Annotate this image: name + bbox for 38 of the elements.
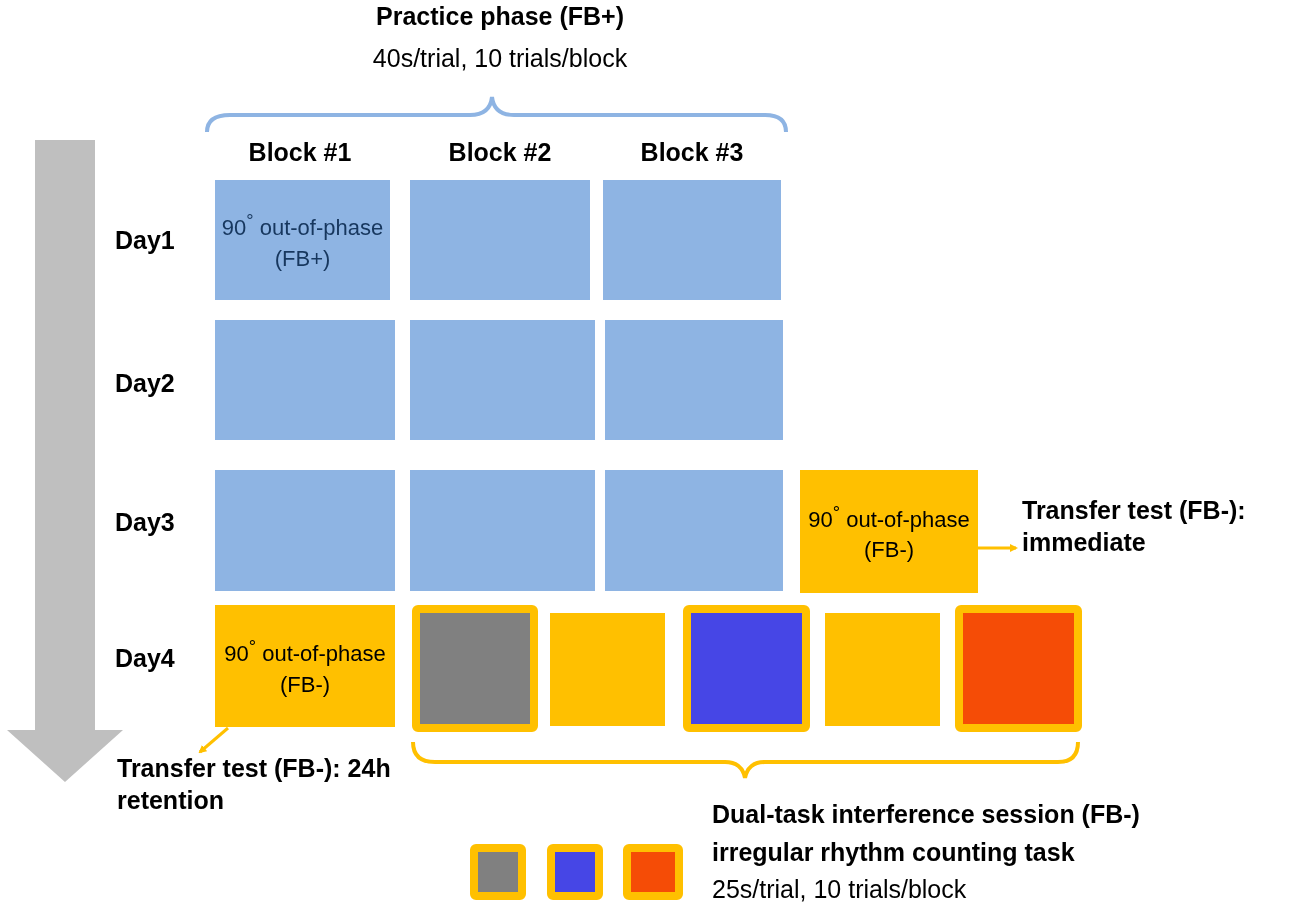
- framed-block: [683, 605, 810, 732]
- row-header: Day4: [115, 644, 175, 673]
- session-detail: irregular rhythm counting task: [712, 838, 1075, 867]
- framed-block: [547, 844, 603, 900]
- test-label: Transfer test (FB-): immediate: [1022, 495, 1247, 558]
- test-label: Transfer test (FB-): 24h retention: [117, 753, 392, 816]
- trial-block: [410, 180, 590, 300]
- phase-detail: 40s/trial, 10 trials/block: [372, 44, 628, 73]
- session-heading: Dual-task interference session (FB-): [712, 800, 1140, 829]
- trial-block: [215, 320, 395, 440]
- framed-block: [623, 844, 683, 900]
- session-detail: 25s/trial, 10 trials/block: [712, 875, 967, 904]
- trial-block: [605, 470, 783, 591]
- row-header: Day2: [115, 369, 175, 398]
- trial-block: [410, 470, 595, 591]
- column-header: Block #2: [448, 138, 552, 167]
- condition-box: [215, 605, 395, 727]
- framed-block: [955, 605, 1082, 732]
- trial-block: [550, 613, 665, 726]
- condition-box: [800, 470, 978, 593]
- arrow: [198, 726, 229, 754]
- condition-box: [215, 180, 390, 300]
- framed-block: [470, 844, 526, 900]
- framed-block: [412, 605, 538, 732]
- row-header: Day3: [115, 508, 175, 537]
- box-text: 90$^{°}$ out-of-phase (FB+): [220, 209, 385, 273]
- trial-block: [215, 470, 395, 591]
- trial-block: [825, 613, 940, 726]
- box-text: 90$^{°}$ out-of-phase (FB-): [807, 500, 971, 565]
- column-header: Block #1: [248, 138, 352, 167]
- trial-block: [410, 320, 595, 440]
- trial-block: [605, 320, 783, 440]
- arrow: [978, 544, 1018, 552]
- trial-block: [603, 180, 781, 300]
- column-header: Block #3: [640, 138, 744, 167]
- row-header: Day1: [115, 226, 175, 255]
- box-text: 90$^{°}$ out-of-phase (FB-): [223, 635, 387, 699]
- phase-heading: Practice phase (FB+): [376, 2, 624, 31]
